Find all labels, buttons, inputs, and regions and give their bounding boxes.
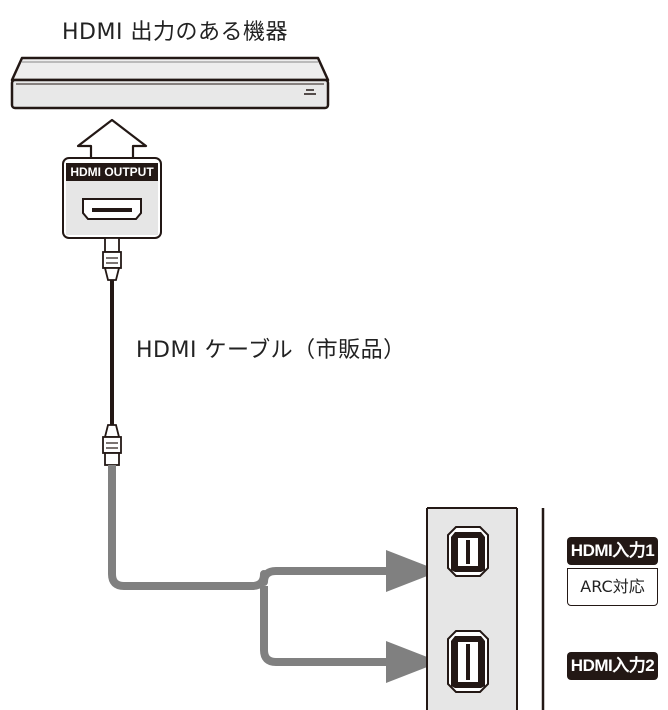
hdmi-input1-badge: HDMI入力1 bbox=[567, 537, 658, 565]
arrow-to-input2-icon bbox=[386, 641, 440, 683]
hdmi-cable-gray bbox=[108, 465, 388, 666]
source-device-label: HDMI 出力のある機器 bbox=[62, 20, 288, 45]
arrow-to-input1-icon bbox=[386, 550, 440, 592]
hdmi-output-label: HDMI OUTPUT bbox=[70, 165, 154, 179]
source-device bbox=[10, 56, 330, 110]
hdmi-input2-port-icon bbox=[447, 630, 489, 693]
cable-label: HDMI ケーブル（市販品） bbox=[136, 338, 406, 363]
up-arrow-icon bbox=[76, 118, 148, 162]
cable-connector-top bbox=[102, 237, 122, 281]
hdmi-input2-badge: HDMI入力2 bbox=[567, 652, 658, 680]
cable-connector-bottom bbox=[102, 424, 122, 466]
disc-logo-icon bbox=[304, 89, 316, 95]
hdmi-output-panel: HDMI OUTPUT bbox=[62, 157, 162, 239]
hdmi-input1-port-icon bbox=[447, 526, 489, 577]
arc-support-label: ARC対応 bbox=[567, 568, 658, 606]
